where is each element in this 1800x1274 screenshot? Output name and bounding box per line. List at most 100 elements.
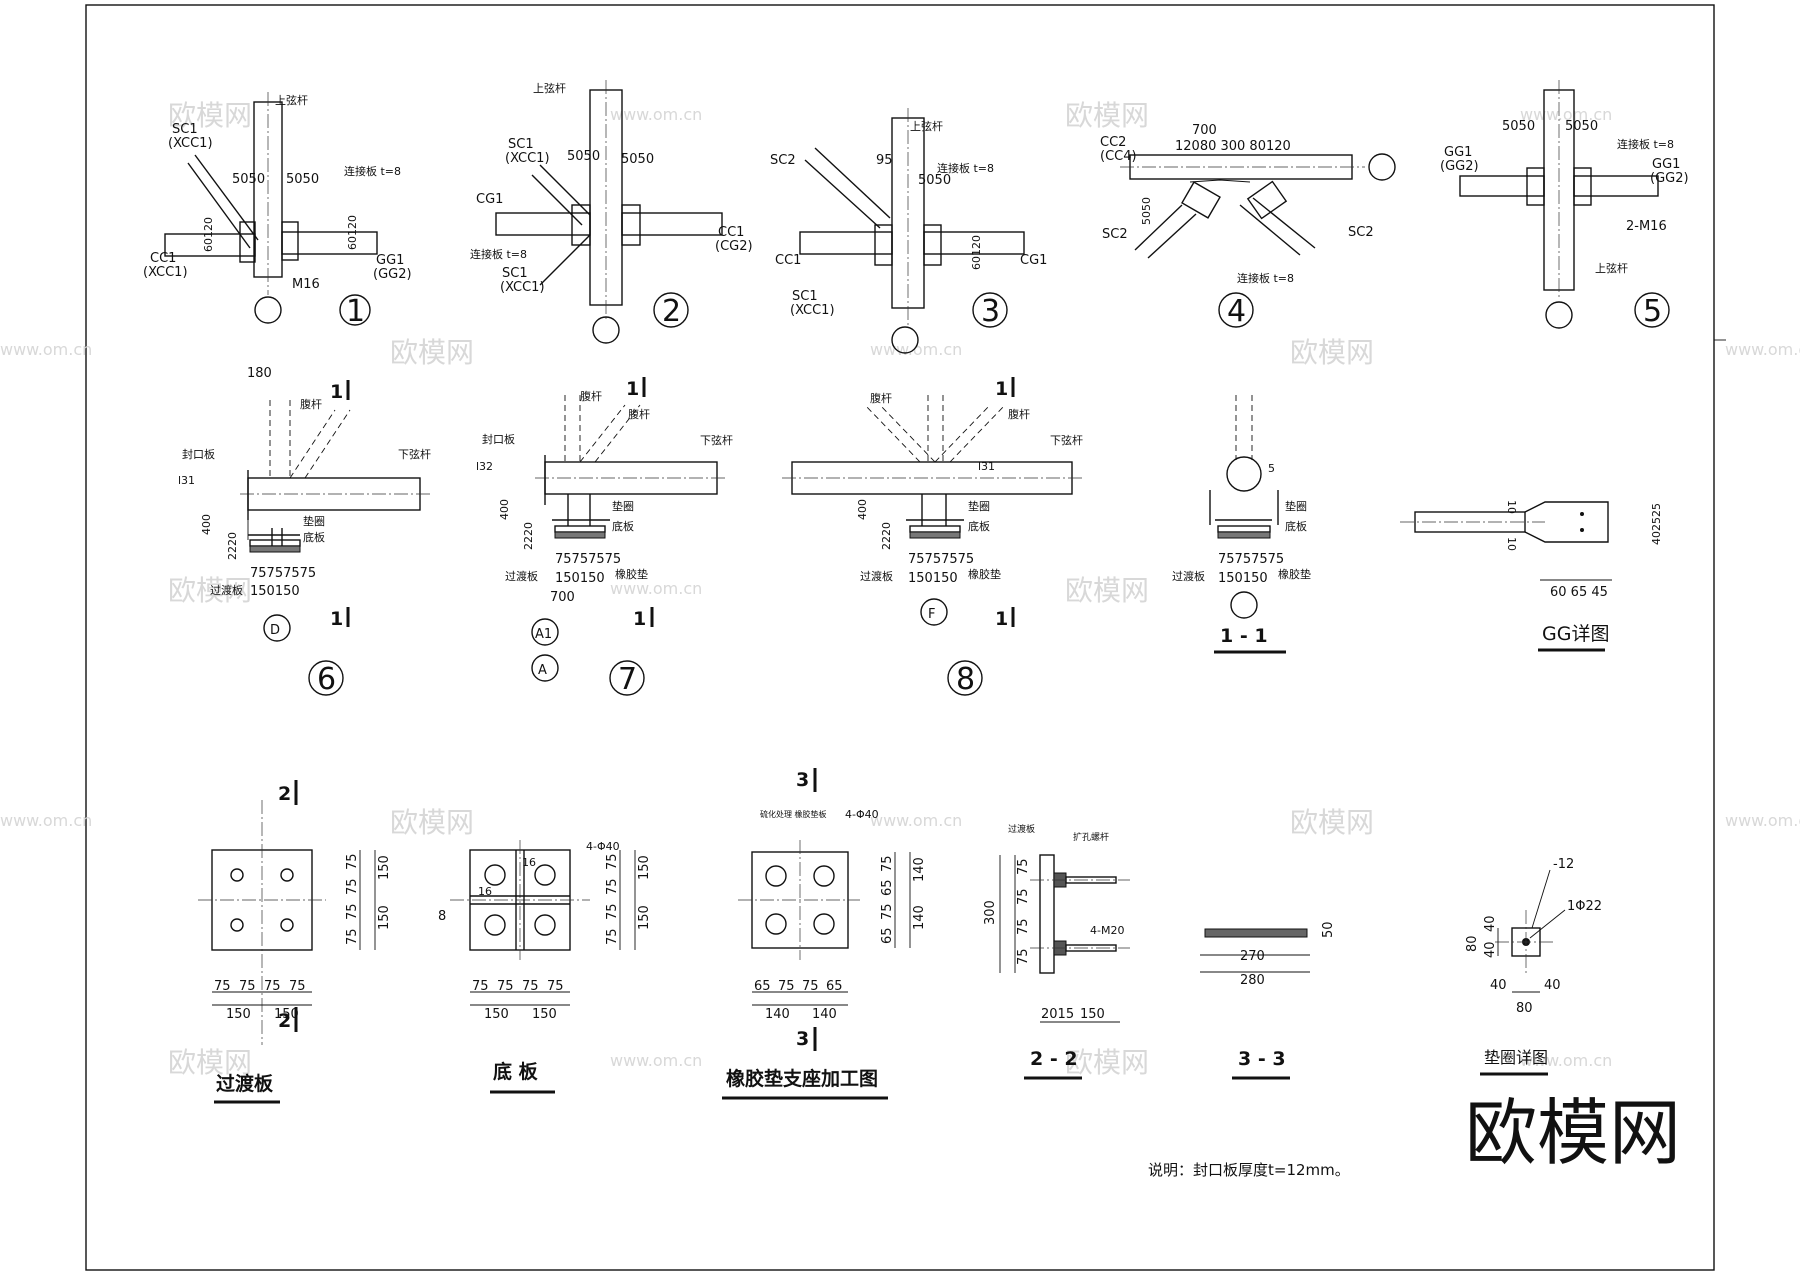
drawing-frame — [85, 4, 1715, 1271]
lower-chord-section — [1226, 456, 1262, 492]
dim-v: 75 — [1016, 858, 1031, 875]
label-sc2: SC2 — [1348, 225, 1374, 240]
axis-bubble — [531, 618, 559, 646]
label-sc2: SC2 — [1102, 227, 1128, 242]
watermark: www.om.cn — [1725, 811, 1800, 830]
watermark: www.om.cn — [610, 579, 702, 598]
label-web: 腹杆 — [580, 389, 602, 403]
bolt-hole — [813, 865, 835, 887]
detail-number: 5 — [1643, 294, 1662, 329]
section-cut-mark: 1 — [995, 378, 1008, 400]
dim-v: 75 — [1016, 948, 1031, 965]
plate-title: 橡胶垫支座加工图 — [726, 1067, 878, 1090]
label-cc2: CC2 — [1100, 135, 1126, 150]
label-plate: 连接板 t=8 — [470, 247, 527, 261]
pipe-cc1 — [621, 212, 723, 236]
label-plate: 连接板 t=8 — [344, 164, 401, 178]
label-transition-plate: 过渡板 — [210, 583, 243, 597]
watermark: 欧模网 — [1065, 1046, 1149, 1079]
label-rubber-pad: 橡胶垫 — [1278, 567, 1311, 581]
watermark: 欧模网 — [168, 1046, 252, 1079]
detail-5: 5050 5050 连接板 t=8 GG1 (GG2) GG1 (GG2) 2-… — [1440, 80, 1689, 329]
dim-vertical: 60120 — [970, 235, 983, 270]
label-gg1: GG1 — [1652, 157, 1680, 172]
dim-v: 140 — [912, 857, 927, 882]
label-xcc1-b: (XCC1) — [500, 280, 545, 295]
dim-vertical: 2220 — [880, 522, 893, 550]
watermark: 欧模网 — [1290, 336, 1374, 369]
detail-number: 1 — [346, 294, 365, 329]
label-web: 腹杆 — [1008, 407, 1030, 421]
dim-h: 75 — [778, 979, 795, 994]
watermark: 欧模网 — [168, 99, 252, 132]
dim-400: 400 — [856, 499, 869, 520]
axis-bubble — [531, 654, 559, 682]
label-washer: 垫圈 — [612, 499, 634, 513]
dim-h: 2015 — [1041, 1007, 1074, 1022]
dim-5050: 5050 — [232, 172, 265, 187]
label-xcc1: (XCC1) — [790, 303, 835, 318]
dim-h: 75 — [472, 979, 489, 994]
dim-h: 80 — [1516, 1001, 1533, 1016]
detail-title: 垫圈详图 — [1484, 1048, 1548, 1067]
section-cut-mark: 3 — [796, 769, 809, 791]
dim-5: 5 — [1268, 462, 1275, 475]
base-plate — [249, 539, 301, 547]
axis-bubble — [891, 326, 919, 354]
label-web: 腹杆 — [628, 407, 650, 421]
label-cc1: CC1 — [775, 253, 801, 268]
label-plate: 连接板 t=8 — [937, 161, 994, 175]
gg-detail: 10 10 60 65 45 402525 GG详图 — [1400, 500, 1663, 652]
watermark: www.om.cn — [1520, 105, 1612, 124]
rubber-pad — [1217, 531, 1271, 539]
dim: 10 — [1505, 537, 1518, 551]
label-sc1: SC1 — [172, 122, 198, 137]
section-title: 1 - 1 — [1220, 625, 1268, 647]
watermark: 欧模网 — [390, 806, 474, 839]
label-cc4: (CC4) — [1100, 149, 1137, 164]
detail-number: 6 — [317, 662, 336, 697]
bolt-hole — [765, 913, 787, 935]
dim-v: 65 — [880, 879, 895, 896]
dim-h: 65 — [754, 979, 771, 994]
drawing-note: 说明：封口板厚度t=12mm。 — [1148, 1161, 1350, 1179]
bolt-hole — [765, 865, 787, 887]
dims-chain: 75757575 — [1218, 552, 1284, 567]
rubber-pad — [554, 531, 606, 539]
dim-vertical: 5050 — [1140, 197, 1153, 225]
dim-5050: 5050 — [286, 172, 319, 187]
dim-50: 50 — [1321, 921, 1336, 938]
label-sc2: SC2 — [770, 153, 796, 168]
label-pipe: l31 — [178, 474, 195, 487]
watermark: 欧模网 — [390, 336, 474, 369]
label-cg1: CG1 — [476, 192, 503, 207]
label-sc1: SC1 — [792, 289, 818, 304]
bolt-hole — [534, 914, 556, 936]
base-plate — [554, 525, 606, 533]
dim-h: 75 — [522, 979, 539, 994]
label-bolt: 2-M16 — [1626, 219, 1667, 234]
detail-marker — [947, 660, 983, 696]
watermark: 欧模网 — [1290, 806, 1374, 839]
label-transition-plate: 过渡板 — [505, 569, 538, 583]
plate-title: 过渡板 — [216, 1072, 274, 1095]
dim-h: 40 — [1490, 978, 1507, 993]
dim-h: 150 — [226, 1007, 251, 1022]
label-washer: 垫圈 — [968, 499, 990, 513]
dim: 10 — [1505, 500, 1518, 514]
label-seal-plate: 封口板 — [482, 432, 515, 446]
dim-v: 75 — [345, 853, 360, 870]
base-plate-detail: 4-Φ40 16 16 8 75 75 75 75 150 150 75 75 … — [438, 840, 652, 1094]
dim-v: 75 — [605, 878, 620, 895]
label-lower-chord: 下弦杆 — [398, 447, 431, 461]
label-lower-chord: 下弦杆 — [1050, 433, 1083, 447]
transition-plate-section — [1039, 854, 1055, 974]
detail-8: 腹杆 腹杆 下弦杆 l31 400 2220 垫圈 底板 橡胶垫 过渡板 757… — [782, 377, 1083, 697]
label-holes: 4-Φ40 — [586, 840, 620, 853]
dim-400: 400 — [498, 499, 511, 520]
bolt-hole — [534, 864, 556, 886]
dim-h: 150 — [484, 1007, 509, 1022]
dim-300: 300 — [983, 900, 998, 925]
dim-h: 150 — [274, 1007, 299, 1022]
section-cut-mark: 2 — [278, 783, 291, 805]
